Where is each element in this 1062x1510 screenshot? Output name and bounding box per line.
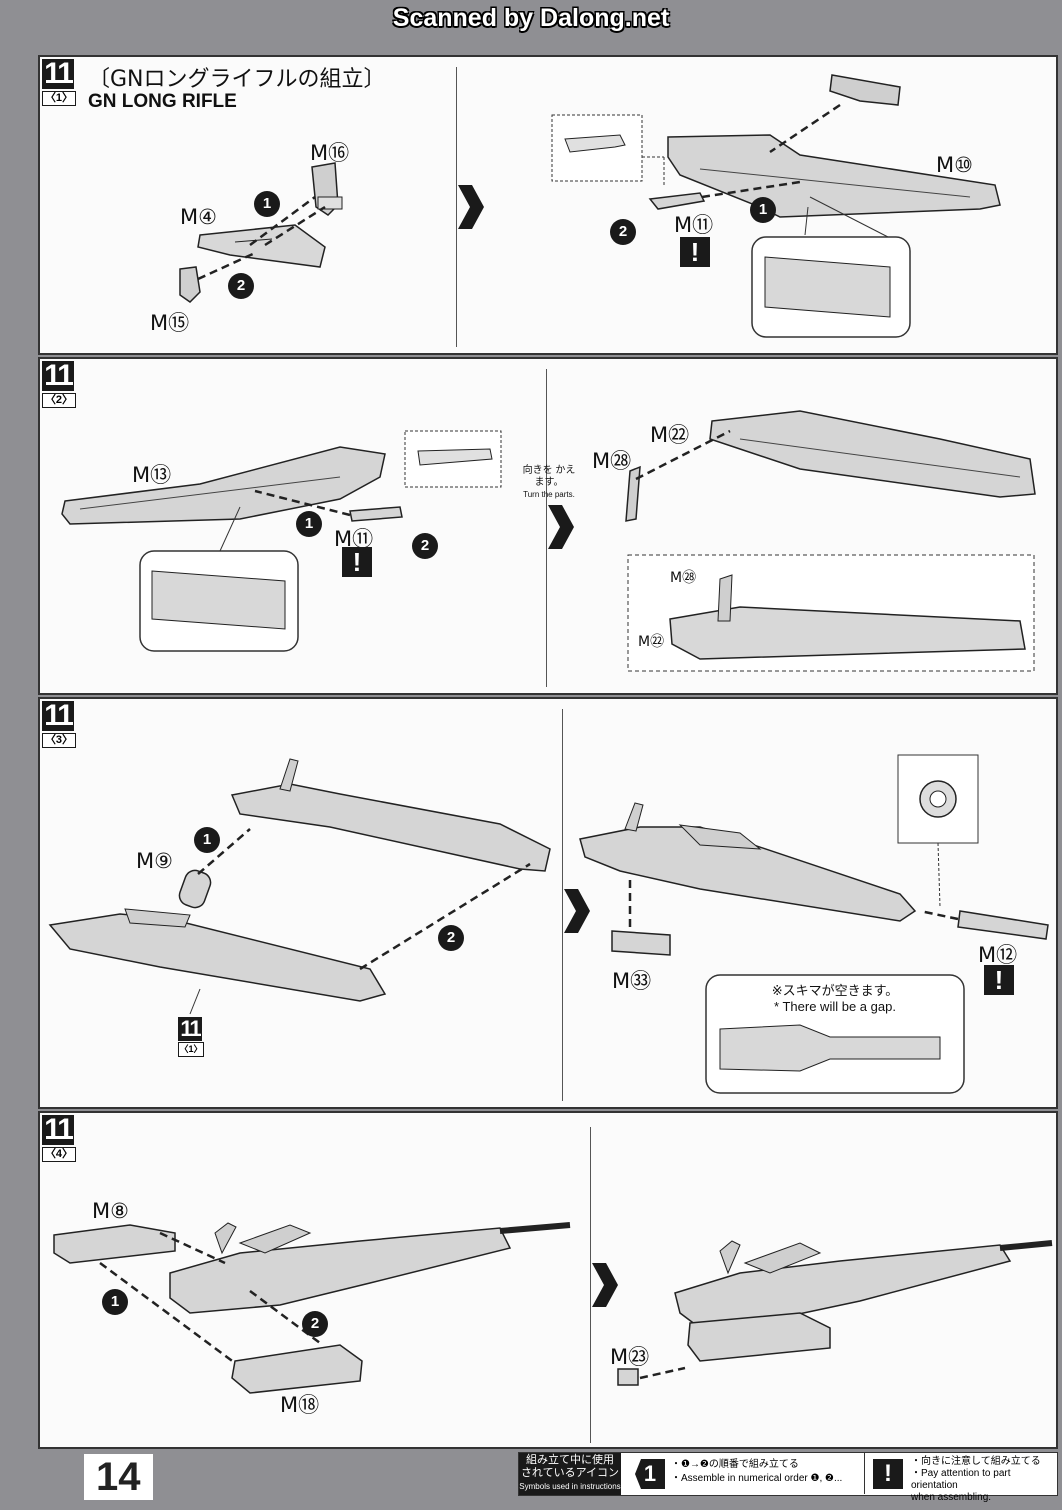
warning-icon: ! — [680, 237, 710, 267]
order-2-badge: 2 — [302, 1311, 328, 1337]
panel-step-11-1: 11 〈1〉 〔GNロングライフルの組立〕 GN LONG RIFLE — [38, 55, 1058, 355]
legend-orientation-en-2: when assembling. — [911, 1492, 992, 1503]
legend-divider — [864, 1453, 865, 1494]
part-label-m23: M㉓ — [610, 1345, 650, 1369]
part-label-m13: M⑬ — [132, 463, 172, 487]
legend-order-jp: ・❶→❷の順番で組み立てる — [671, 1459, 799, 1470]
symbol-legend: 組み立て中に使用 されているアイコン Symbols used in instr… — [518, 1452, 1058, 1503]
part-label-m10: M⑩ — [936, 153, 973, 177]
step-arrow-icon — [458, 185, 484, 229]
legend-title-en: Symbols used in instructions — [519, 1482, 621, 1491]
step-number: 11 — [42, 701, 74, 731]
part-label-m11: M⑪ — [674, 213, 714, 237]
panel-step-11-2: 11 〈2〉 M⑬ M⑪ M㉒ M㉘ M㉘ M㉒ 向きを かえます。 Turn — [38, 357, 1058, 695]
gap-note: ※スキマが空きます。 * There will be a gap. — [740, 983, 930, 1015]
order-2-badge: 2 — [438, 925, 464, 951]
reference-step-number: 11 — [178, 1017, 202, 1041]
turn-note-jp: 向きを かえます。 — [522, 465, 576, 488]
legend-order-en: ・Assemble in numerical order ❶, ❷... — [671, 1473, 843, 1484]
order-1-badge: 1 — [750, 197, 776, 223]
part-label-m28-detail: M㉘ — [670, 570, 697, 586]
part-label-m33: M㉝ — [612, 969, 652, 993]
step-title-jp: 〔GNロングライフルの組立〕 — [88, 67, 386, 92]
step-order-icon: 1 — [635, 1459, 665, 1489]
step-number: 11 — [42, 1115, 74, 1145]
panel-divider — [590, 1127, 591, 1443]
legend-title-jp-1: 組み立て中に使用 — [526, 1454, 614, 1466]
part-label-m12: M⑫ — [978, 943, 1018, 967]
step-number: 11 — [42, 59, 74, 89]
sub-step-number: 〈2〉 — [42, 393, 76, 408]
panel-divider — [456, 67, 457, 347]
order-1-badge: 1 — [102, 1289, 128, 1315]
part-label-m18: M⑱ — [280, 1393, 320, 1417]
order-2-badge: 2 — [412, 533, 438, 559]
legend-orientation-en-1: ・Pay attention to part orientation — [911, 1468, 1011, 1491]
step-arrow-icon — [592, 1263, 618, 1307]
order-1-badge: 1 — [296, 511, 322, 537]
step-arrow-icon — [548, 505, 574, 549]
panel-3-illustration — [48, 754, 1049, 1094]
part-label-m8: M⑧ — [92, 1199, 129, 1223]
panel-divider — [546, 369, 547, 687]
order-2-badge: 2 — [228, 273, 254, 299]
step-number: 11 — [42, 361, 74, 391]
gap-note-jp: ※スキマが空きます。 — [771, 983, 899, 998]
panel-4-illustration — [53, 1222, 1053, 1394]
order-2-badge: 2 — [610, 219, 636, 245]
order-1-badge: 1 — [194, 827, 220, 853]
panel-divider — [562, 709, 563, 1101]
panel-1-illustration — [179, 74, 1001, 338]
sub-step-number: 〈1〉 — [42, 91, 76, 106]
legend-title-jp-2: されているアイコン — [520, 1467, 620, 1479]
panel-step-11-3: 11 〈3〉 M⑨ M㉝ M⑫ 11 〈1〉 — [38, 697, 1058, 1109]
warning-icon: ! — [873, 1459, 903, 1489]
legend-orientation-jp: ・向きに注意して組み立てる — [911, 1456, 1041, 1467]
warning-icon: ! — [342, 547, 372, 577]
page-number: 14 — [84, 1454, 153, 1500]
order-1-badge: 1 — [254, 191, 280, 217]
panel-2-illustration — [61, 410, 1036, 672]
part-label-m9: M⑨ — [136, 849, 173, 873]
part-label-m4: M④ — [180, 205, 217, 229]
sub-step-number: 〈4〉 — [42, 1147, 76, 1162]
part-label-m22-detail: M㉒ — [638, 634, 665, 650]
part-label-m22: M㉒ — [650, 423, 690, 447]
step-title-en: GN LONG RIFLE — [88, 91, 237, 112]
turn-note-en: Turn the parts. — [523, 490, 575, 499]
part-label-m15: M⑮ — [150, 311, 190, 335]
legend-title: 組み立て中に使用 されているアイコン Symbols used in instr… — [519, 1453, 621, 1495]
step-arrow-icon — [564, 889, 590, 933]
reference-sub-step: 〈1〉 — [178, 1042, 204, 1057]
part-label-m28: M㉘ — [592, 449, 632, 473]
part-label-m16: M⑯ — [310, 141, 350, 165]
warning-icon: ! — [984, 965, 1014, 995]
turn-parts-note: 向きを かえます。 Turn the parts. — [518, 465, 580, 501]
sub-step-number: 〈3〉 — [42, 733, 76, 748]
watermark-banner: Scanned by Dalong.net — [392, 4, 670, 32]
legend-order-text: ・❶→❷の順番で組み立てる ・Assemble in numerical ord… — [671, 1458, 842, 1486]
gap-note-en: * There will be a gap. — [774, 999, 896, 1014]
panel-step-11-4: 11 〈4〉 M⑧ M⑱ M㉓ 1 2 — [38, 1111, 1058, 1449]
legend-orientation-text: ・向きに注意して組み立てる ・Pay attention to part ori… — [911, 1456, 1057, 1504]
